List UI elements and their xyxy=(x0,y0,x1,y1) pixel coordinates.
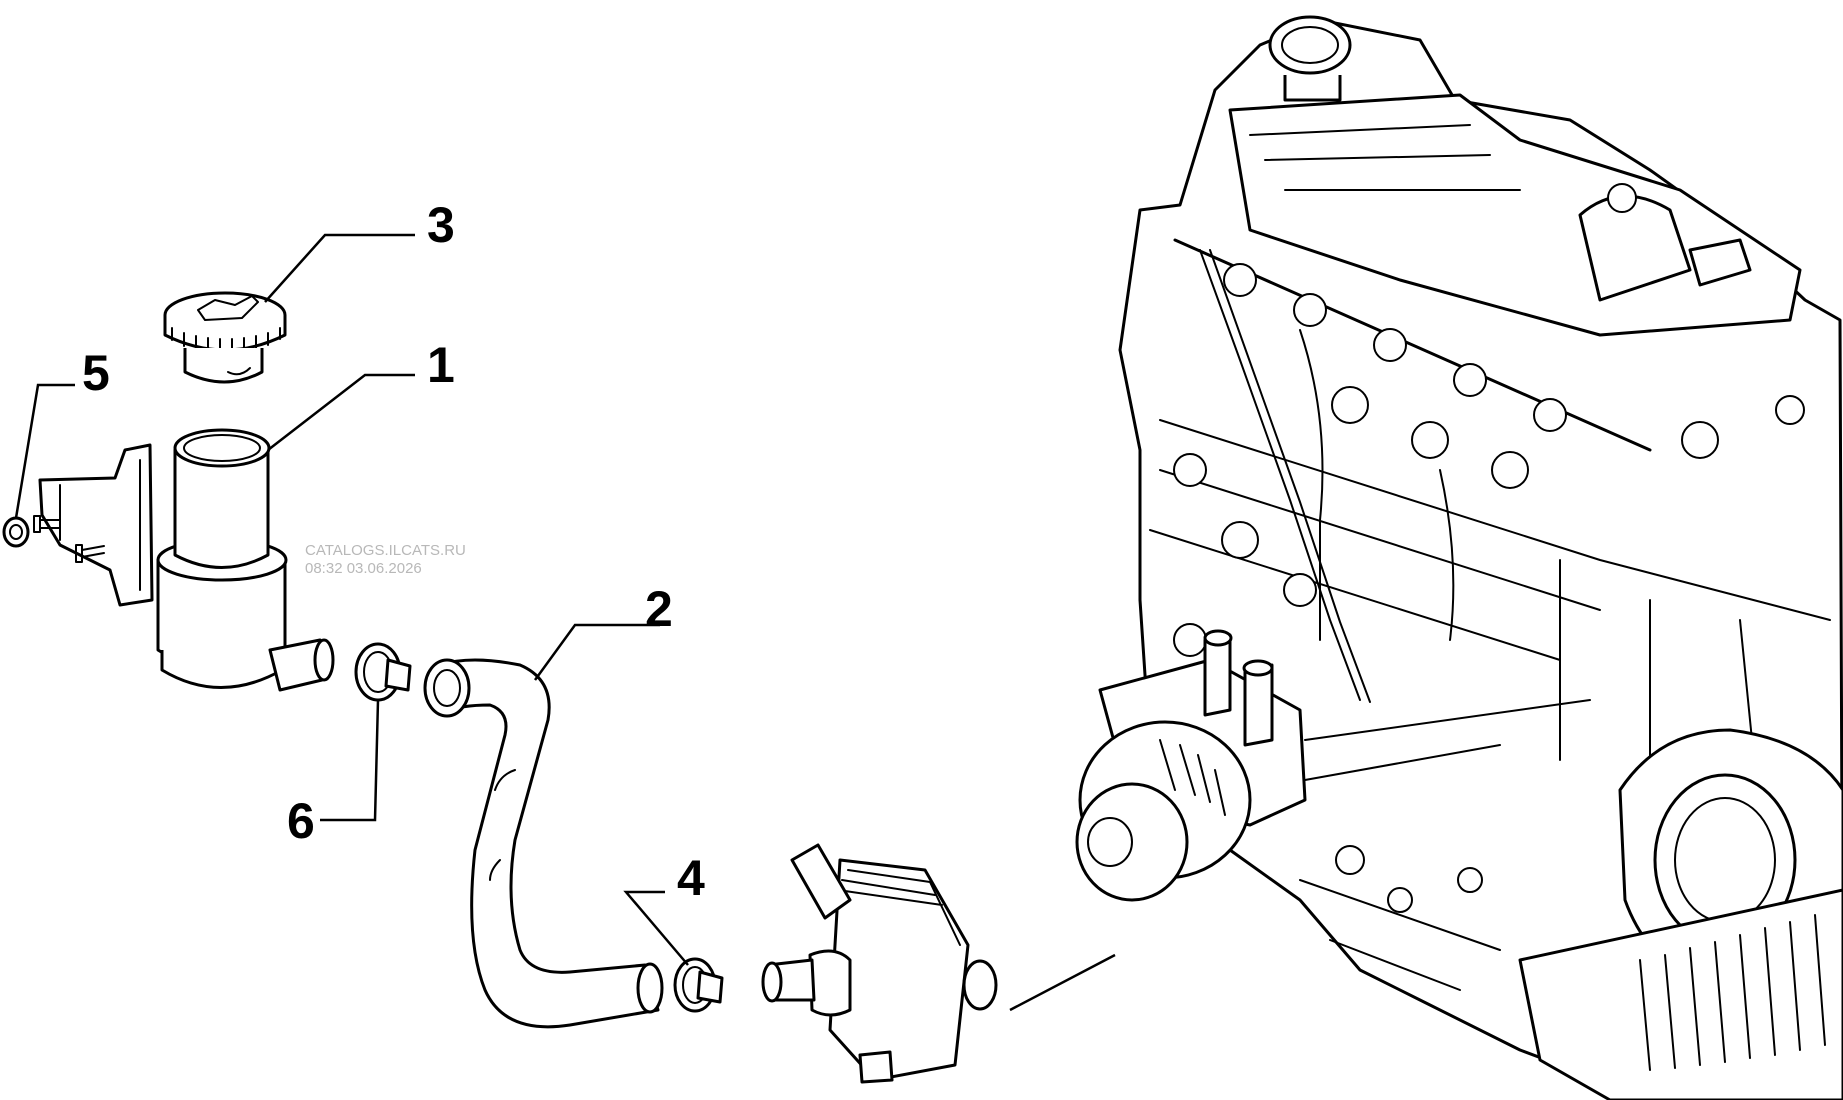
callout-2[interactable]: 2 xyxy=(645,581,673,637)
leader-line-1 xyxy=(267,373,415,451)
watermark-timestamp: 08:32 03.06.2026 xyxy=(305,560,422,577)
leader-line-4 xyxy=(623,890,689,966)
callout-3[interactable]: 3 xyxy=(427,197,455,253)
callout-4[interactable]: 4 xyxy=(677,850,705,906)
filler-cap-part[interactable] xyxy=(163,291,287,384)
hose-clamp-part-lower[interactable] xyxy=(673,957,724,1013)
leader-line-2 xyxy=(533,623,660,681)
leader-line-6 xyxy=(320,699,380,822)
callout-6[interactable]: 6 xyxy=(287,793,315,849)
callout-5[interactable]: 5 xyxy=(82,345,110,401)
oil-separator-reservoir-part[interactable] xyxy=(33,428,335,692)
nut-part[interactable] xyxy=(2,516,30,548)
separator-mount-line xyxy=(1009,953,1116,1012)
leader-line-5 xyxy=(14,383,75,519)
hose-part[interactable] xyxy=(423,658,664,1029)
hose-clamp-part-upper[interactable] xyxy=(354,642,412,702)
engine-block xyxy=(1075,15,1843,1100)
callout-1[interactable]: 1 xyxy=(427,337,455,393)
leader-line-3 xyxy=(264,233,415,303)
watermark-site: CATALOGS.ILCATS.RU xyxy=(305,542,466,559)
oil-separator-box xyxy=(761,843,998,1084)
